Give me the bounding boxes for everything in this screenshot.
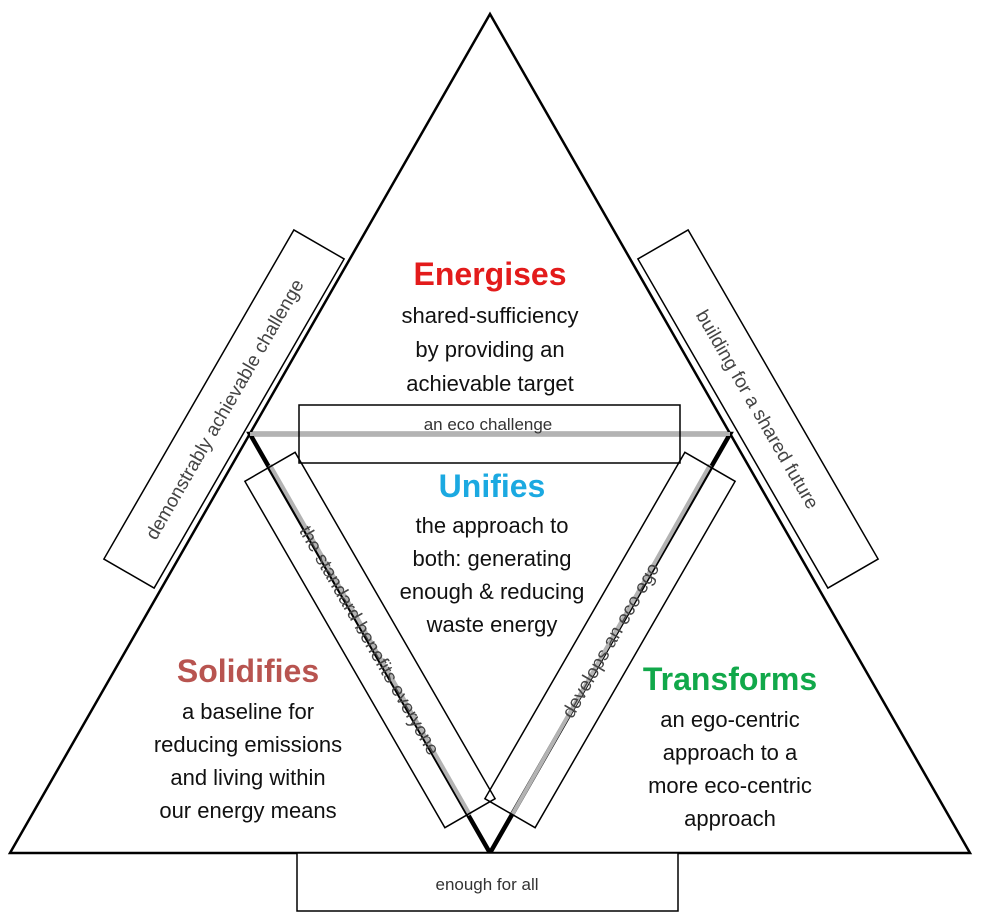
demonstrably-box (102, 228, 346, 590)
unifies-line-1: the approach to (416, 513, 569, 538)
energises-line-3: achievable target (406, 371, 574, 396)
transforms-line-2: approach to a (663, 740, 798, 765)
solidifies-line-1: a baseline for (182, 699, 314, 724)
eco-challenge-box (298, 404, 681, 464)
energises-line-2: by providing an (415, 337, 564, 362)
eco-ego-group: develops an eco ego (483, 451, 737, 829)
unifies-line-3: enough & reducing (400, 579, 585, 604)
shared-future-box (636, 228, 880, 590)
transforms-line-3: more eco-centric (648, 773, 812, 798)
inner-line-right-grey (510, 464, 712, 816)
unifies-line-2: both: generating (412, 546, 571, 571)
solidifies-line-3: and living within (170, 765, 325, 790)
transforms-line-4: approach (684, 806, 776, 831)
eco-ego-box (483, 451, 737, 829)
solidifies-line-4: our energy means (159, 798, 336, 823)
unifies-line-4: waste energy (426, 612, 558, 637)
solidifies-line-2: reducing emissions (154, 732, 342, 757)
energises-section: Energises shared-sufficiency by providin… (402, 256, 579, 396)
solidifies-title: Solidifies (177, 653, 319, 689)
solidifies-section: Solidifies a baseline for reducing emiss… (154, 653, 342, 823)
unifies-section: Unifies the approach to both: generating… (400, 468, 585, 637)
demonstrably-label: demonstrably achievable challenge (142, 276, 309, 544)
eco-challenge-label: an eco challenge (424, 415, 553, 434)
transforms-line-1: an ego-centric (660, 707, 799, 732)
transforms-title: Transforms (643, 661, 817, 697)
energises-line-1: shared-sufficiency (402, 303, 579, 328)
enough-for-all-label: enough for all (435, 875, 538, 894)
transforms-section: Transforms an ego-centric approach to a … (643, 661, 817, 831)
energises-title: Energises (414, 256, 567, 292)
inner-line-left-grey (268, 464, 472, 816)
standard-benefits-box (243, 451, 497, 829)
enough-for-all-box (296, 852, 679, 912)
unifies-title: Unifies (439, 468, 546, 504)
